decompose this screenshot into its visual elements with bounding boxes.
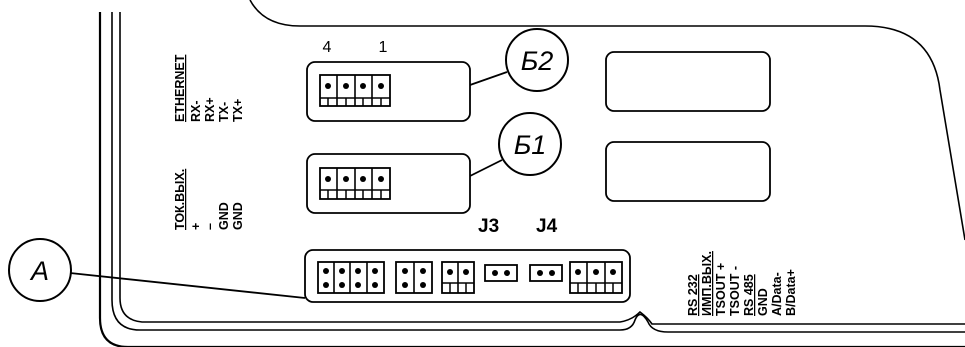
rs485-pin-gnd: GND [756, 288, 770, 316]
callout-b1-label: Б1 [514, 130, 547, 160]
callout-a-label: А [29, 256, 49, 286]
connector-b2 [306, 61, 471, 122]
current-output-pin-plus: + [189, 223, 203, 230]
ethernet-label-block: ETHERNET RX- RX+ TX- TX+ [173, 54, 245, 122]
current-output-pin-gnd-1: GND [217, 202, 231, 230]
jumper-label-j4: J4 [536, 216, 558, 237]
window-upper [605, 51, 771, 112]
callout-b2-label: Б2 [521, 46, 554, 76]
current-output-pin-minus: – [203, 223, 217, 230]
ethernet-pin-tx-plus: TX+ [231, 99, 245, 122]
ethernet-pin-tx-minus: TX- [217, 102, 231, 122]
callout-a: А [8, 238, 306, 302]
ethernet-pin-rx-minus: RX- [189, 100, 203, 122]
pin-number-4: 4 [323, 39, 332, 56]
jumper-j3 [484, 264, 518, 282]
pulse-output-header: ИМП.ВЫХ. [700, 251, 714, 316]
rs485-pin-b-data-plus: B/Data+ [784, 269, 798, 316]
current-output-pin-gnd-2: GND [231, 202, 245, 230]
current-output-header: ТОК.ВЫХ. [173, 169, 187, 230]
window-lower [605, 141, 771, 202]
callout-b1: Б1 [469, 112, 562, 177]
current-output-label-block: ТОК.ВЫХ. + – GND GND [173, 169, 245, 230]
pin-number-1: 1 [379, 39, 388, 56]
rs485-header: RS 485 [742, 274, 756, 316]
connector-b1 [306, 153, 471, 214]
rs232-header: RS 232 [686, 274, 700, 316]
ethernet-pin-rx-plus: RX+ [203, 97, 217, 122]
pulse-output-pin-tsout-plus: TSOUT + [714, 263, 728, 316]
serial-label-block: RS 232 ИМП.ВЫХ. TSOUT + TSOUT - RS 485 G… [686, 251, 798, 316]
jumper-label-j3: J3 [478, 216, 499, 237]
callout-b2: Б2 [469, 28, 569, 92]
rs485-pin-a-data-minus: A/Data- [770, 272, 784, 316]
ethernet-header: ETHERNET [173, 54, 187, 122]
jumper-j4 [529, 264, 563, 282]
main-connector-strip [304, 249, 631, 303]
pulse-output-pin-tsout-minus: TSOUT - [728, 266, 742, 316]
